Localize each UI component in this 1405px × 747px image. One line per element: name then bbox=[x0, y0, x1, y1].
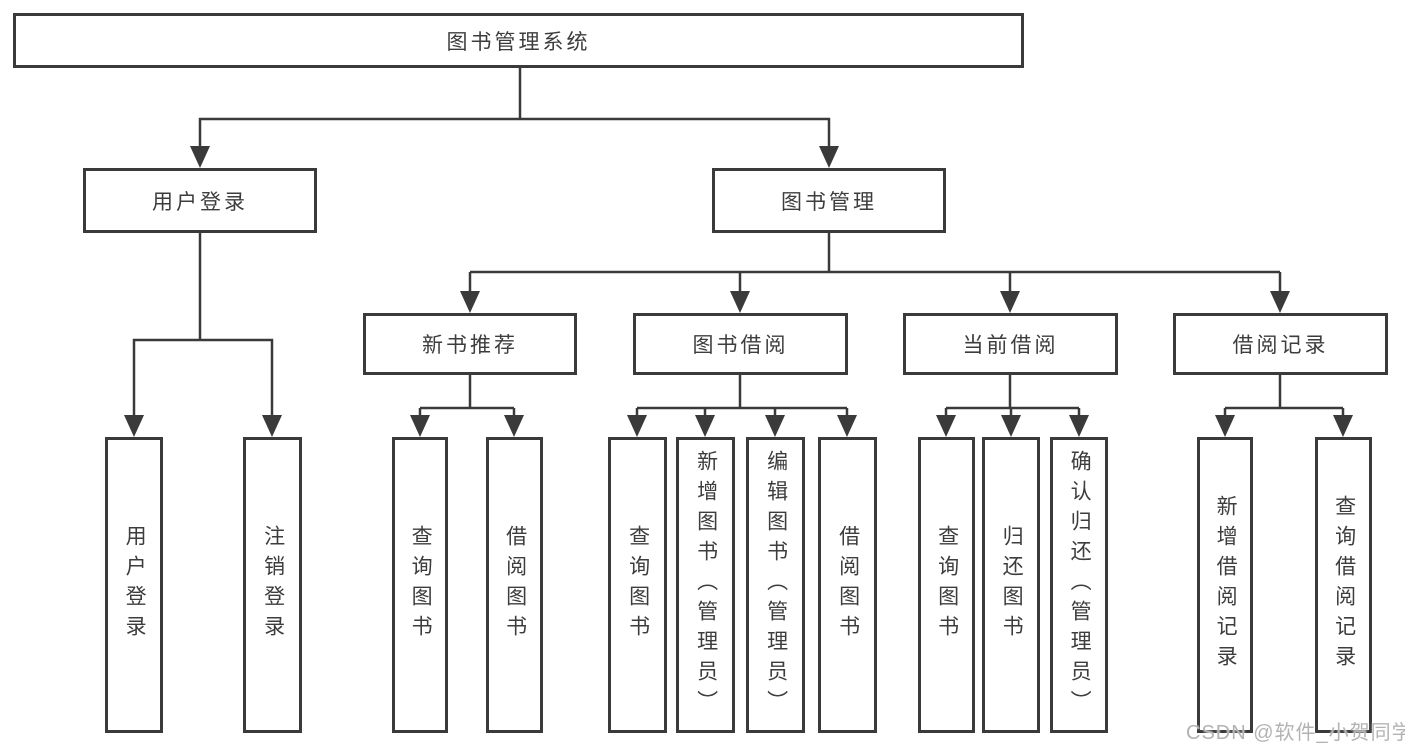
leaf-label: 新增图书（管理员） bbox=[694, 450, 718, 720]
leaf-label: 借阅图书 bbox=[503, 525, 527, 645]
node-borrow-records: 借阅记录 bbox=[1173, 313, 1388, 375]
node-current-borrow: 当前借阅 bbox=[903, 313, 1118, 375]
node-leaf-return-books: 归还图书 bbox=[982, 437, 1040, 733]
node-book-management: 图书管理 bbox=[712, 168, 946, 233]
node-library-system: 图书管理系统 bbox=[13, 13, 1024, 68]
node-book-borrow: 图书借阅 bbox=[633, 313, 848, 375]
node-user-login: 用户登录 bbox=[83, 168, 317, 233]
leaf-label: 借阅图书 bbox=[836, 525, 860, 645]
node-leaf-add-borrow-record: 新增借阅记录 bbox=[1197, 437, 1253, 733]
leaf-label: 用户登录 bbox=[123, 525, 147, 645]
node-new-book-recommend: 新书推荐 bbox=[363, 313, 577, 375]
node-leaf-query-books-current: 查询图书 bbox=[918, 437, 975, 733]
node-leaf-borrow-books: 借阅图书 bbox=[818, 437, 877, 733]
leaf-label: 查询图书 bbox=[626, 525, 650, 645]
leaf-label: 确认归还（管理员） bbox=[1068, 450, 1092, 720]
node-leaf-add-books-admin: 新增图书（管理员） bbox=[676, 437, 735, 733]
node-leaf-user-login: 用户登录 bbox=[105, 437, 163, 733]
csdn-watermark: CSDN @软件_小贺同学 bbox=[1186, 722, 1405, 744]
leaf-label: 新增借阅记录 bbox=[1214, 495, 1238, 675]
node-leaf-edit-books-admin: 编辑图书（管理员） bbox=[746, 437, 805, 733]
node-leaf-logout: 注销登录 bbox=[243, 437, 302, 733]
leaf-label: 查询借阅记录 bbox=[1332, 495, 1356, 675]
leaf-label: 归还图书 bbox=[1000, 525, 1024, 645]
leaf-label: 注销登录 bbox=[261, 525, 285, 645]
node-leaf-query-books-recommend: 查询图书 bbox=[392, 437, 448, 733]
leaf-label: 编辑图书（管理员） bbox=[764, 450, 788, 720]
node-leaf-query-books-borrow: 查询图书 bbox=[608, 437, 667, 733]
leaf-label: 查询图书 bbox=[935, 525, 959, 645]
node-leaf-confirm-return-admin: 确认归还（管理员） bbox=[1050, 437, 1108, 733]
node-leaf-borrow-books-recommend: 借阅图书 bbox=[486, 437, 543, 733]
leaf-label: 查询图书 bbox=[409, 525, 433, 645]
node-leaf-query-borrow-record: 查询借阅记录 bbox=[1315, 437, 1372, 733]
